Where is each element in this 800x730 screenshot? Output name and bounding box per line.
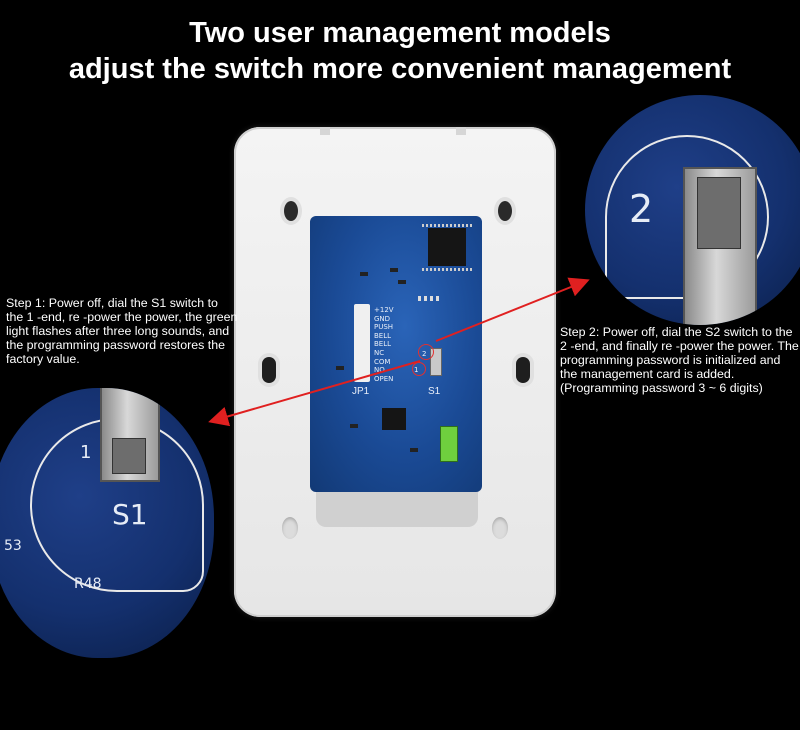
smd-component [336,366,344,370]
arrow-to-s2-zoom [435,277,590,342]
terminal-label: NO [374,366,385,375]
terminal-label: NC [374,348,385,357]
smd-component [390,268,398,272]
switch-knob [697,177,741,249]
screw-boss [282,517,298,539]
mounting-hole [284,201,298,221]
zoom-view-s1: 1 S1 53 R48 [0,388,214,658]
zoom-s1-label: S1 [112,498,148,531]
switch-marker-2 [418,344,434,360]
terminal-label: +12V [374,306,394,314]
terminal-label: PUSH [374,323,394,332]
housing-notch [456,127,466,135]
s1-board-label: S1 [428,386,441,397]
smd-component [360,272,368,276]
arrow-to-s1-zoom [208,360,421,427]
terminal-label: GND [374,314,391,323]
smd-component [398,280,406,284]
terminal-label: OPEN [374,374,394,383]
switch-knob [112,438,146,474]
component-ref-53: 53 [4,538,22,554]
terminal-label: COM [374,357,391,366]
microcontroller-chip [428,228,466,266]
terminal-label: BELL [374,331,392,340]
mounting-slot [262,357,276,383]
switch-marker-1 [412,362,426,376]
step-1-caption: Step 1: Power off, dial the S1 switch to… [6,296,238,366]
chip-pins [422,224,472,227]
housing-notch [320,127,330,135]
circuit-board: +12V GND PUSH BELL BELL NC COM NO OPEN J… [310,216,482,492]
screw-boss [492,517,508,539]
chip-pins [422,268,472,271]
component-ref-r48: R48 [74,576,102,592]
header-pins [418,296,440,301]
mounting-hole [498,201,512,221]
terminal-labels: +12V GND PUSH BELL BELL NC COM NO OPEN [374,306,394,383]
smd-component [410,448,418,452]
jp1-label: JP1 [352,386,370,397]
green-connector [440,426,458,462]
step-2-caption: Step 2: Power off, dial the S2 switch to… [560,325,799,395]
terminal-connector [354,304,370,382]
mounting-slot [516,357,530,383]
zoom-position-2: 2 [629,187,654,231]
headline-line-1: Two user management models [189,17,611,49]
zoom-view-s2: 2 [585,95,800,325]
smd-component [350,424,358,428]
ic-chip [382,408,406,430]
terminal-label: BELL [374,340,392,349]
headline-line-2: adjust the switch more convenient manage… [68,53,732,85]
zoom-position-1: 1 [80,442,92,463]
